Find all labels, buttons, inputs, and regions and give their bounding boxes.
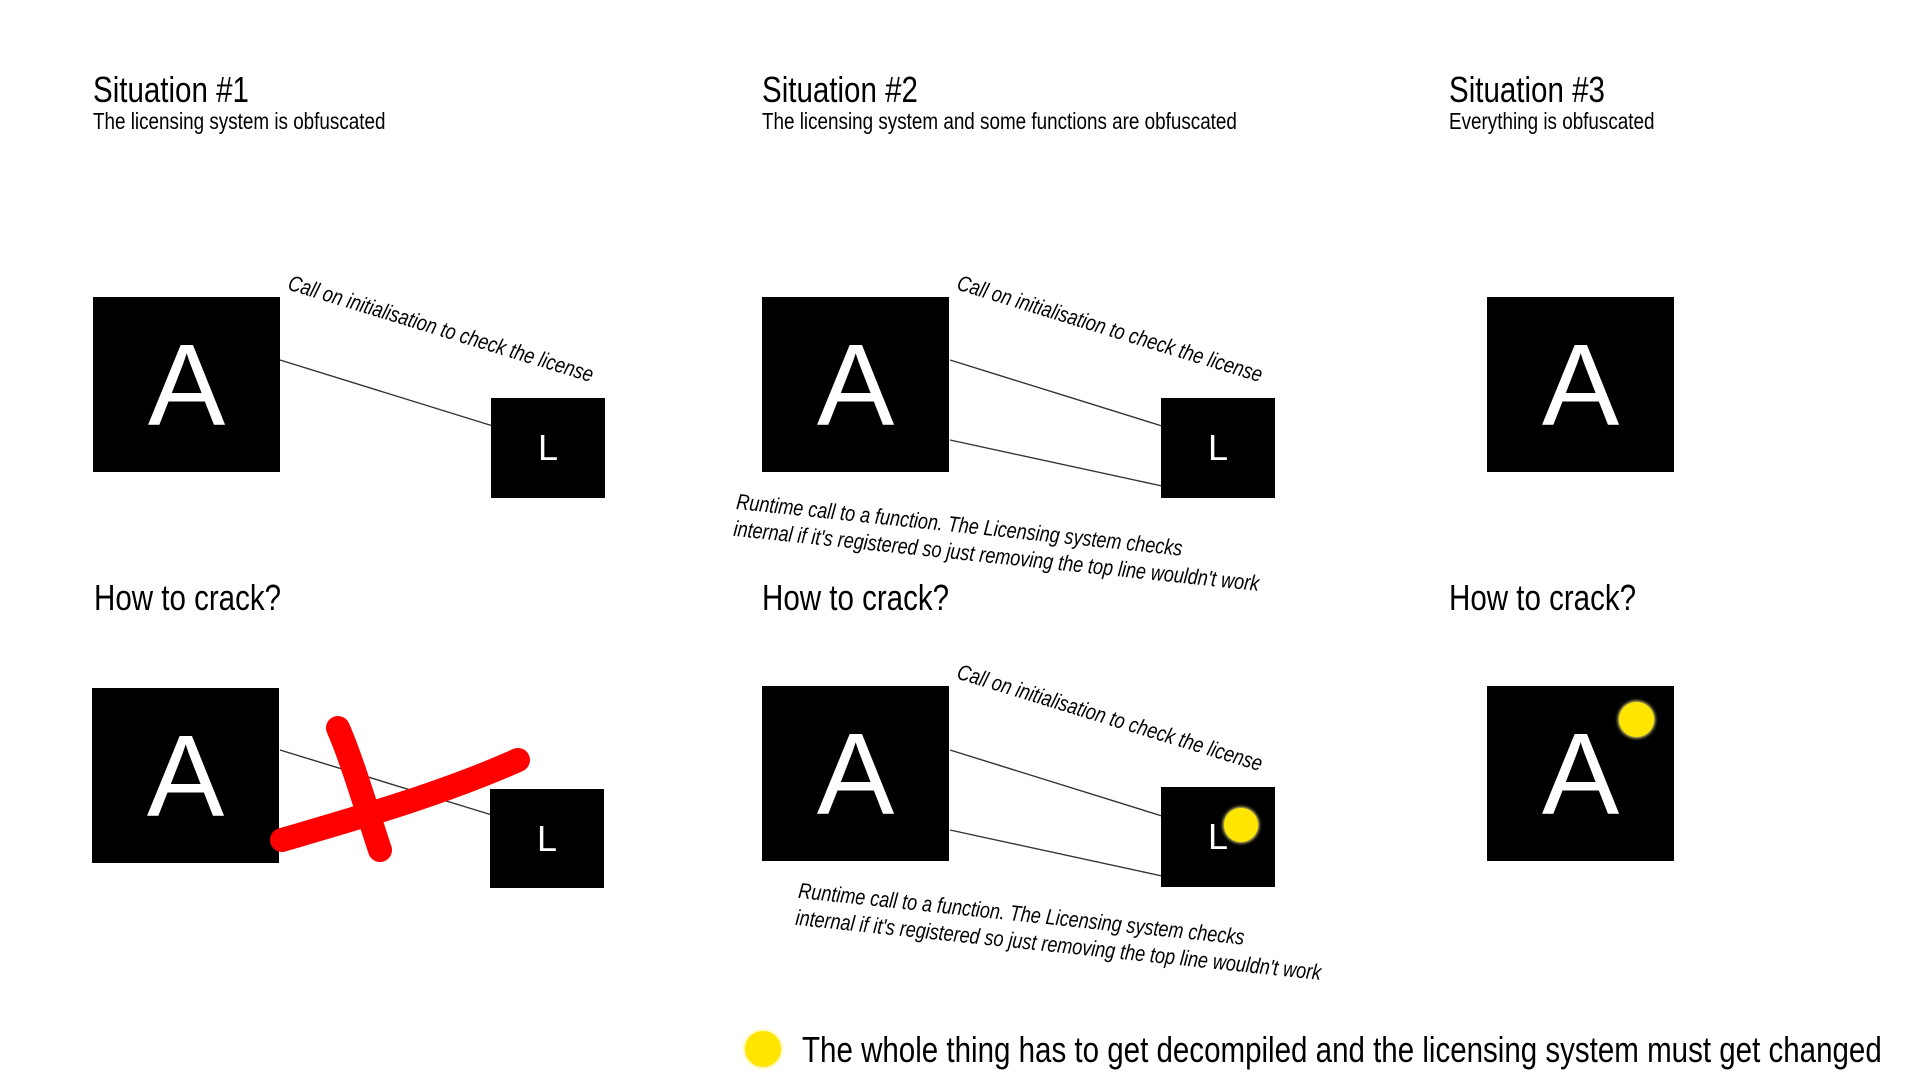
situation-2-title: Situation #2 (762, 69, 918, 110)
app-box-s3: A (1487, 297, 1674, 472)
license-box-label: L (536, 817, 558, 859)
app-box-label: A (147, 319, 226, 450)
runtime-call-line-s2-crack (949, 829, 1163, 877)
init-call-line-s2-crack (949, 749, 1163, 817)
license-box-s2: L (1161, 398, 1275, 498)
how-to-crack-s1: How to crack? (94, 577, 282, 618)
app-box-s3-crack: A (1487, 686, 1674, 861)
cross-out-mark (270, 716, 530, 862)
app-box-s2-crack: A (762, 686, 949, 861)
decompile-marker-app (1619, 702, 1654, 737)
situation-1-subtitle: The licensing system is obfuscated (93, 108, 386, 134)
init-call-line-s1-crack (279, 749, 493, 816)
license-box-s1: L (491, 398, 605, 498)
app-box-label: A (816, 319, 895, 450)
app-box-s1: A (93, 297, 280, 472)
legend-marker (745, 1031, 781, 1067)
app-box-label: A (1541, 319, 1620, 450)
situation-3-subtitle: Everything is obfuscated (1449, 108, 1655, 134)
app-box-label: A (146, 710, 225, 841)
license-box-label: L (537, 427, 559, 468)
how-to-crack-s2: How to crack? (762, 577, 950, 618)
situation-1-title: Situation #1 (93, 69, 249, 110)
app-box-s2: A (762, 297, 949, 472)
situation-2-subtitle: The licensing system and some functions … (762, 108, 1237, 134)
init-call-line-s2 (949, 359, 1163, 427)
license-box-label: L (1207, 816, 1229, 857)
app-box-label: A (816, 708, 895, 839)
app-box-label: A (1541, 708, 1620, 839)
license-box-s1-crack: L (490, 789, 604, 888)
legend-text: The whole thing has to get decompiled an… (802, 1029, 1882, 1070)
license-box-s2-crack: L (1161, 787, 1275, 887)
init-call-line-s1 (279, 359, 494, 427)
app-box-s1-crack: A (92, 688, 279, 863)
decompile-marker-license (1224, 808, 1258, 842)
license-box-label: L (1207, 427, 1229, 468)
how-to-crack-s3: How to crack? (1449, 577, 1637, 618)
runtime-call-line-s2 (949, 439, 1163, 487)
situation-3-title: Situation #3 (1449, 69, 1605, 110)
